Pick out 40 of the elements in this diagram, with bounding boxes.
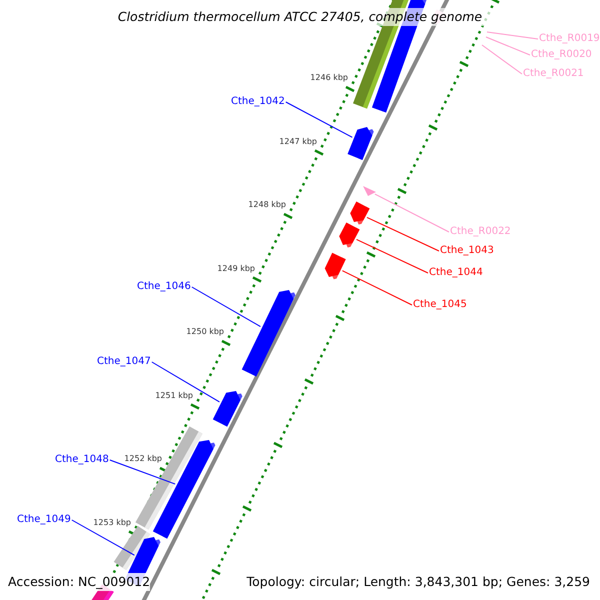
gene-label: Cthe_1046 bbox=[137, 281, 191, 293]
gene-label: Cthe_R0022 bbox=[450, 226, 511, 238]
gene-block bbox=[212, 391, 242, 427]
leader-line bbox=[374, 194, 450, 232]
leader-line bbox=[356, 238, 428, 274]
leader-line bbox=[71, 520, 135, 556]
gene-block bbox=[339, 222, 360, 248]
gene-label: Cthe_R0020 bbox=[531, 49, 592, 61]
scale-label: 1247 kbp bbox=[279, 136, 317, 146]
gene-triangle bbox=[363, 186, 376, 196]
gene-label: Cthe_R0019 bbox=[539, 33, 600, 45]
accession-text: Accession: NC_009012 bbox=[8, 573, 150, 591]
scale-label: 1251 kbp bbox=[155, 390, 193, 400]
gene-label: Cthe_1042 bbox=[231, 96, 285, 108]
gene-label: Cthe_1043 bbox=[440, 245, 494, 257]
gene-label: Cthe_1048 bbox=[55, 454, 109, 466]
leader-line bbox=[486, 32, 538, 40]
gene-block bbox=[242, 290, 296, 376]
gene-block bbox=[324, 252, 346, 280]
leader-line bbox=[151, 362, 220, 402]
scale-label: 1253 kbp bbox=[93, 518, 131, 528]
leader-line bbox=[285, 102, 353, 138]
leader-line bbox=[482, 44, 522, 74]
gene-label: Cthe_1044 bbox=[429, 267, 483, 279]
gene-label: Cthe_1047 bbox=[97, 356, 151, 368]
scale-label: 1248 kbp bbox=[248, 200, 286, 210]
gene-block bbox=[350, 202, 370, 224]
gene-label: Cthe_1049 bbox=[17, 514, 71, 526]
leader-line bbox=[109, 460, 176, 485]
scale-label: 1252 kbp bbox=[124, 454, 162, 464]
gene-label: Cthe_R0021 bbox=[523, 68, 584, 80]
gene-block bbox=[348, 127, 374, 160]
leader-line bbox=[191, 286, 261, 328]
gene-label: Cthe_1045 bbox=[413, 299, 467, 311]
scale-label: 1246 kbp bbox=[310, 73, 348, 83]
scale-label: 1249 kbp bbox=[217, 264, 255, 274]
leader-line bbox=[486, 36, 530, 56]
scale-label: 1250 kbp bbox=[186, 327, 224, 337]
leader-line bbox=[342, 270, 412, 306]
leader-line bbox=[366, 216, 440, 252]
